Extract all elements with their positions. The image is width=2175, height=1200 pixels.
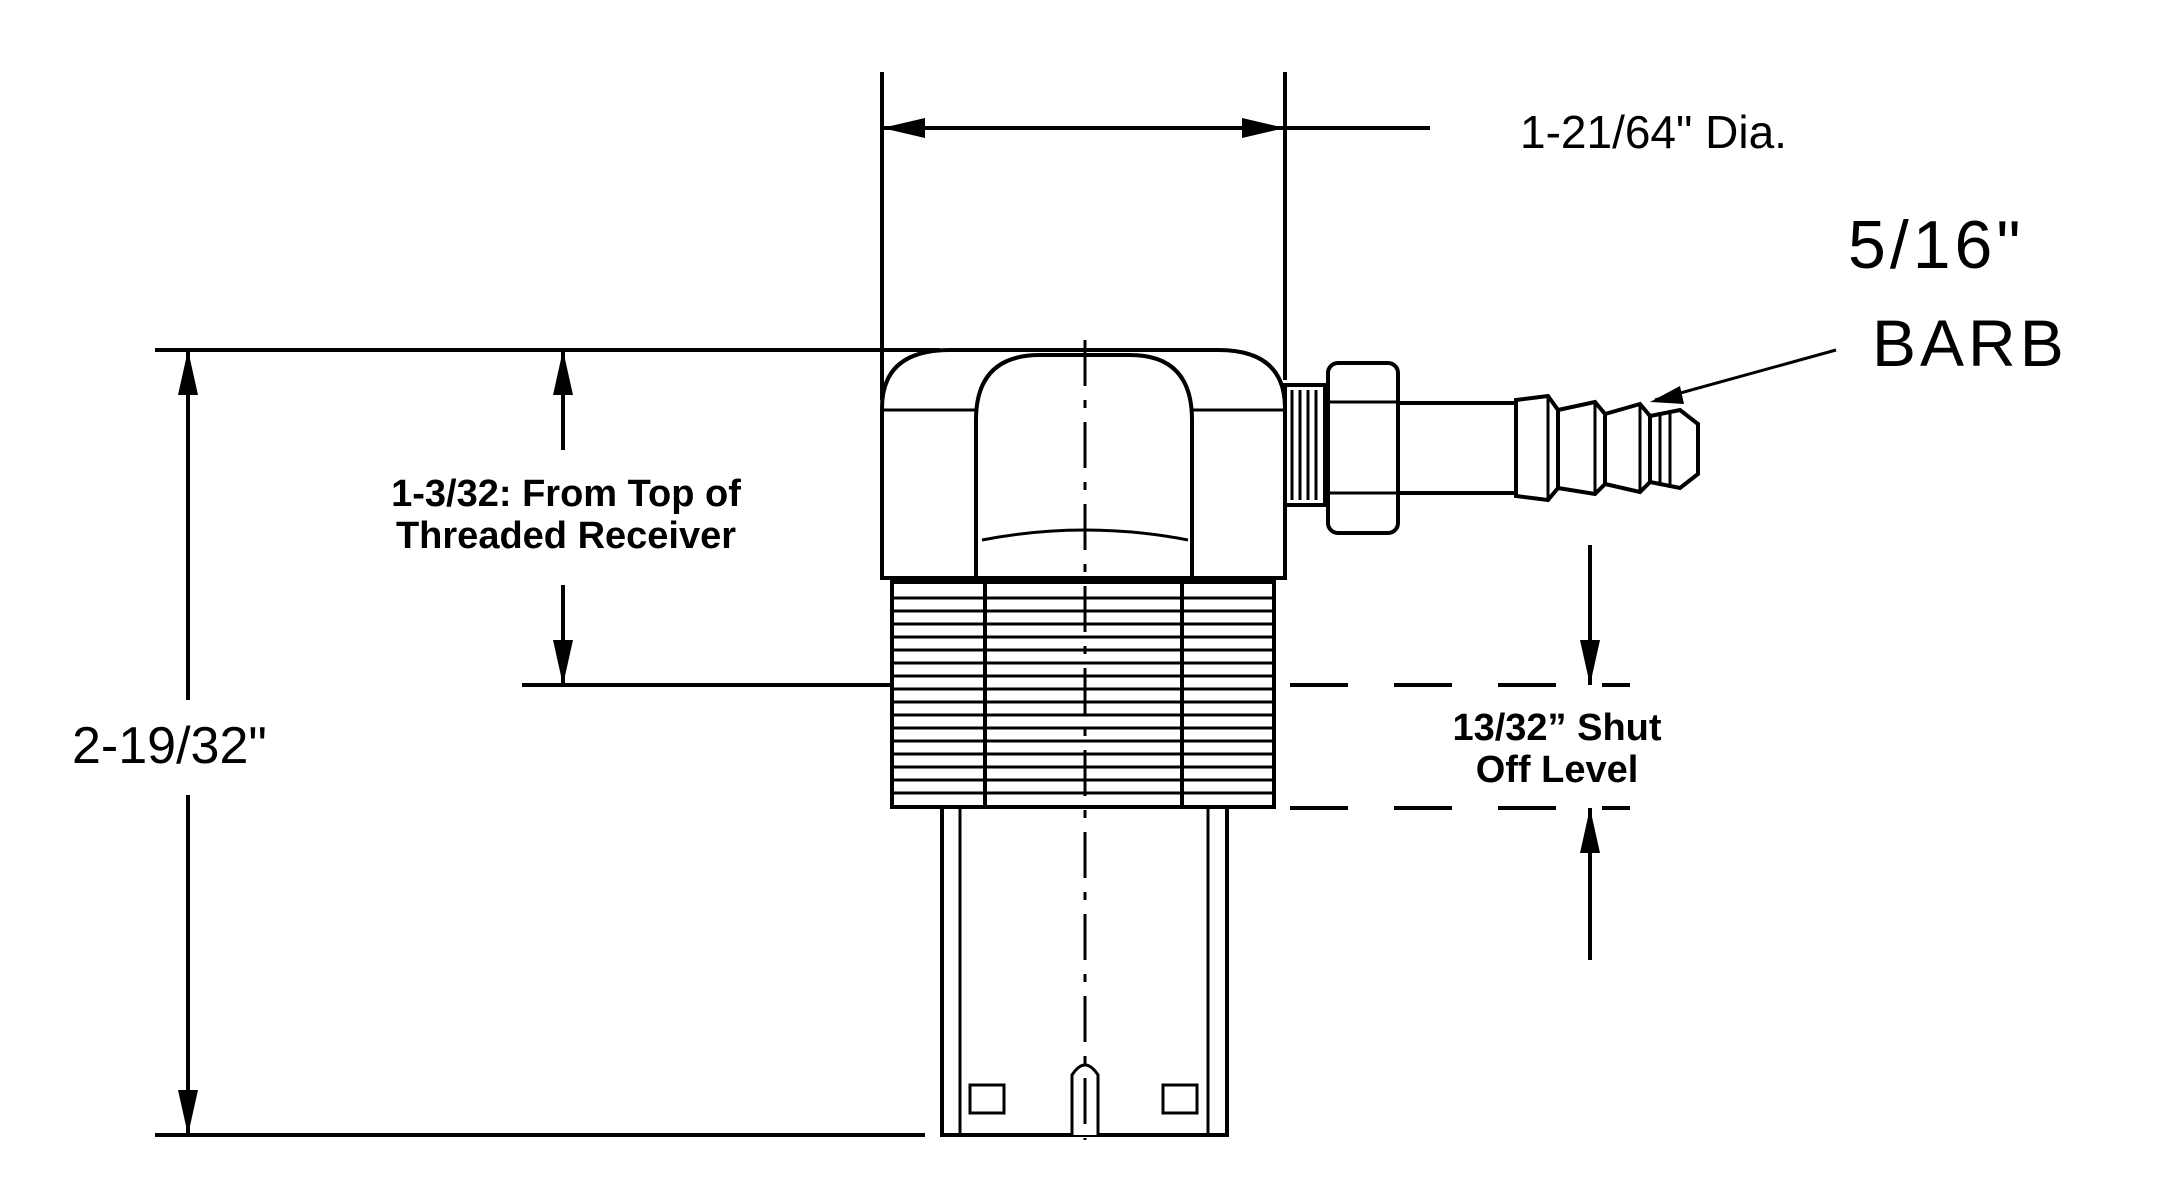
overall-height-dimension (155, 348, 940, 1137)
receiver-label-line2: Threaded Receiver (396, 515, 736, 557)
diameter-label: 1-21/64" Dia. (1520, 106, 1787, 158)
barb-fitting (1283, 361, 1700, 535)
shutoff-arrow-bottom (1580, 808, 1600, 853)
barb-leader-arrow (1650, 386, 1684, 404)
barb-leader-line (1654, 348, 1837, 402)
diameter-arrow-left (882, 118, 925, 138)
overall-height-label: 2-19/32" (72, 717, 267, 775)
barb-ring-3 (1603, 401, 1652, 495)
barb-size-label: 5/16" (1848, 207, 2025, 283)
thread-lines (892, 596, 1274, 795)
diameter-arrow-right (1242, 118, 1285, 138)
shutoff-arrow-top (1580, 640, 1600, 685)
stem-slot-left (968, 1083, 1006, 1115)
nipple-threads (1290, 390, 1318, 500)
overall-arrow-bottom (178, 1090, 198, 1135)
receiver-arrow-bottom (553, 640, 573, 685)
overall-arrow-top (178, 350, 198, 395)
barb-hex-nut (1326, 361, 1400, 535)
barb-word-label: BARB (1872, 306, 2068, 380)
receiver-height-dimension (522, 350, 892, 687)
threaded-receiver (890, 580, 1276, 809)
valve-body (880, 348, 1287, 809)
receiver-arrow-top (553, 350, 573, 395)
barb-tip (1648, 407, 1700, 491)
receiver-inner-lines (983, 582, 1184, 807)
barb-ring-2 (1556, 399, 1607, 497)
diameter-dimension (880, 72, 1430, 400)
barb-shank (1396, 401, 1518, 495)
stem-slot-right (1161, 1083, 1199, 1115)
shutoff-label-line1: 13/32” Shut (1452, 707, 1661, 749)
shutoff-dimension (1290, 545, 1630, 960)
receiver-label-line1: 1-3/32: From Top of (391, 473, 741, 515)
barb-ring-lines (1546, 396, 1672, 500)
barb-ring-1 (1514, 393, 1560, 503)
shutoff-label-line2: Off Level (1476, 749, 1639, 791)
